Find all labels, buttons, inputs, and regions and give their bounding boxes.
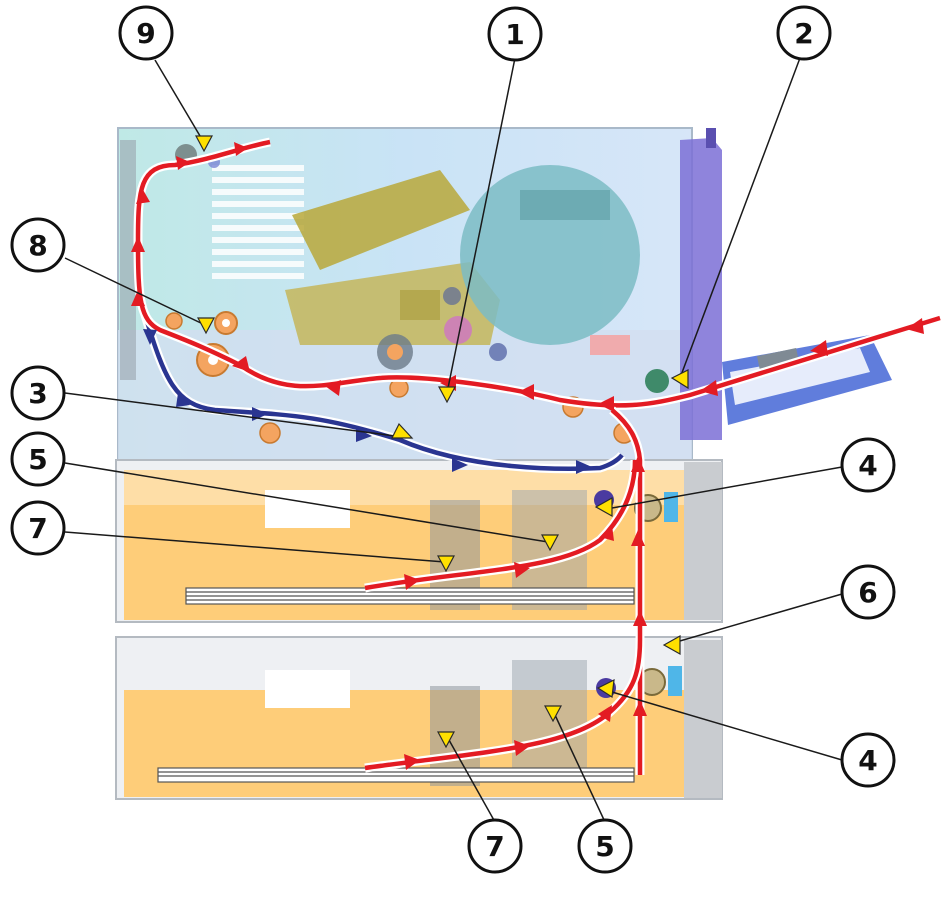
svg-text:2: 2 xyxy=(794,17,813,50)
svg-text:5: 5 xyxy=(28,443,47,476)
right-side-cover xyxy=(680,128,722,440)
paper-stack-tray-2 xyxy=(157,767,635,783)
callout-1: 1 xyxy=(487,6,543,62)
vent-grille xyxy=(212,165,304,279)
svg-text:5: 5 xyxy=(595,830,614,863)
svg-text:4: 4 xyxy=(858,449,877,482)
svg-text:6: 6 xyxy=(858,576,877,609)
callout-4-upper: 4 xyxy=(840,437,896,493)
svg-text:7: 7 xyxy=(485,830,504,863)
yellow-location-markers xyxy=(195,135,689,749)
callout-7-upper: 7 xyxy=(10,500,66,556)
paper-stack-tray-1 xyxy=(185,587,635,605)
callout-7-lower: 7 xyxy=(467,818,523,874)
mpf-pick-roller xyxy=(645,369,669,393)
leader-lines xyxy=(64,57,843,823)
drive-rollers xyxy=(377,287,507,370)
callout-6: 6 xyxy=(840,564,896,620)
svg-text:1: 1 xyxy=(505,18,524,51)
svg-text:9: 9 xyxy=(136,17,155,50)
svg-text:3: 3 xyxy=(28,377,47,410)
callout-4-lower: 4 xyxy=(840,732,896,788)
callout-5-upper: 5 xyxy=(10,431,66,487)
main-paper-path xyxy=(133,137,942,776)
callout-5-lower: 5 xyxy=(577,818,633,874)
callout-8: 8 xyxy=(10,217,66,273)
toner-cartridge xyxy=(460,165,640,355)
callout-9: 9 xyxy=(118,5,174,61)
callout-3: 3 xyxy=(10,365,66,421)
svg-text:4: 4 xyxy=(858,744,877,777)
callout-2: 2 xyxy=(776,5,832,61)
multipurpose-feeder-tray xyxy=(722,335,892,425)
svg-text:7: 7 xyxy=(28,512,47,545)
svg-text:8: 8 xyxy=(28,229,47,262)
red-direction-arrows xyxy=(131,142,924,770)
tray-2 xyxy=(115,636,723,800)
